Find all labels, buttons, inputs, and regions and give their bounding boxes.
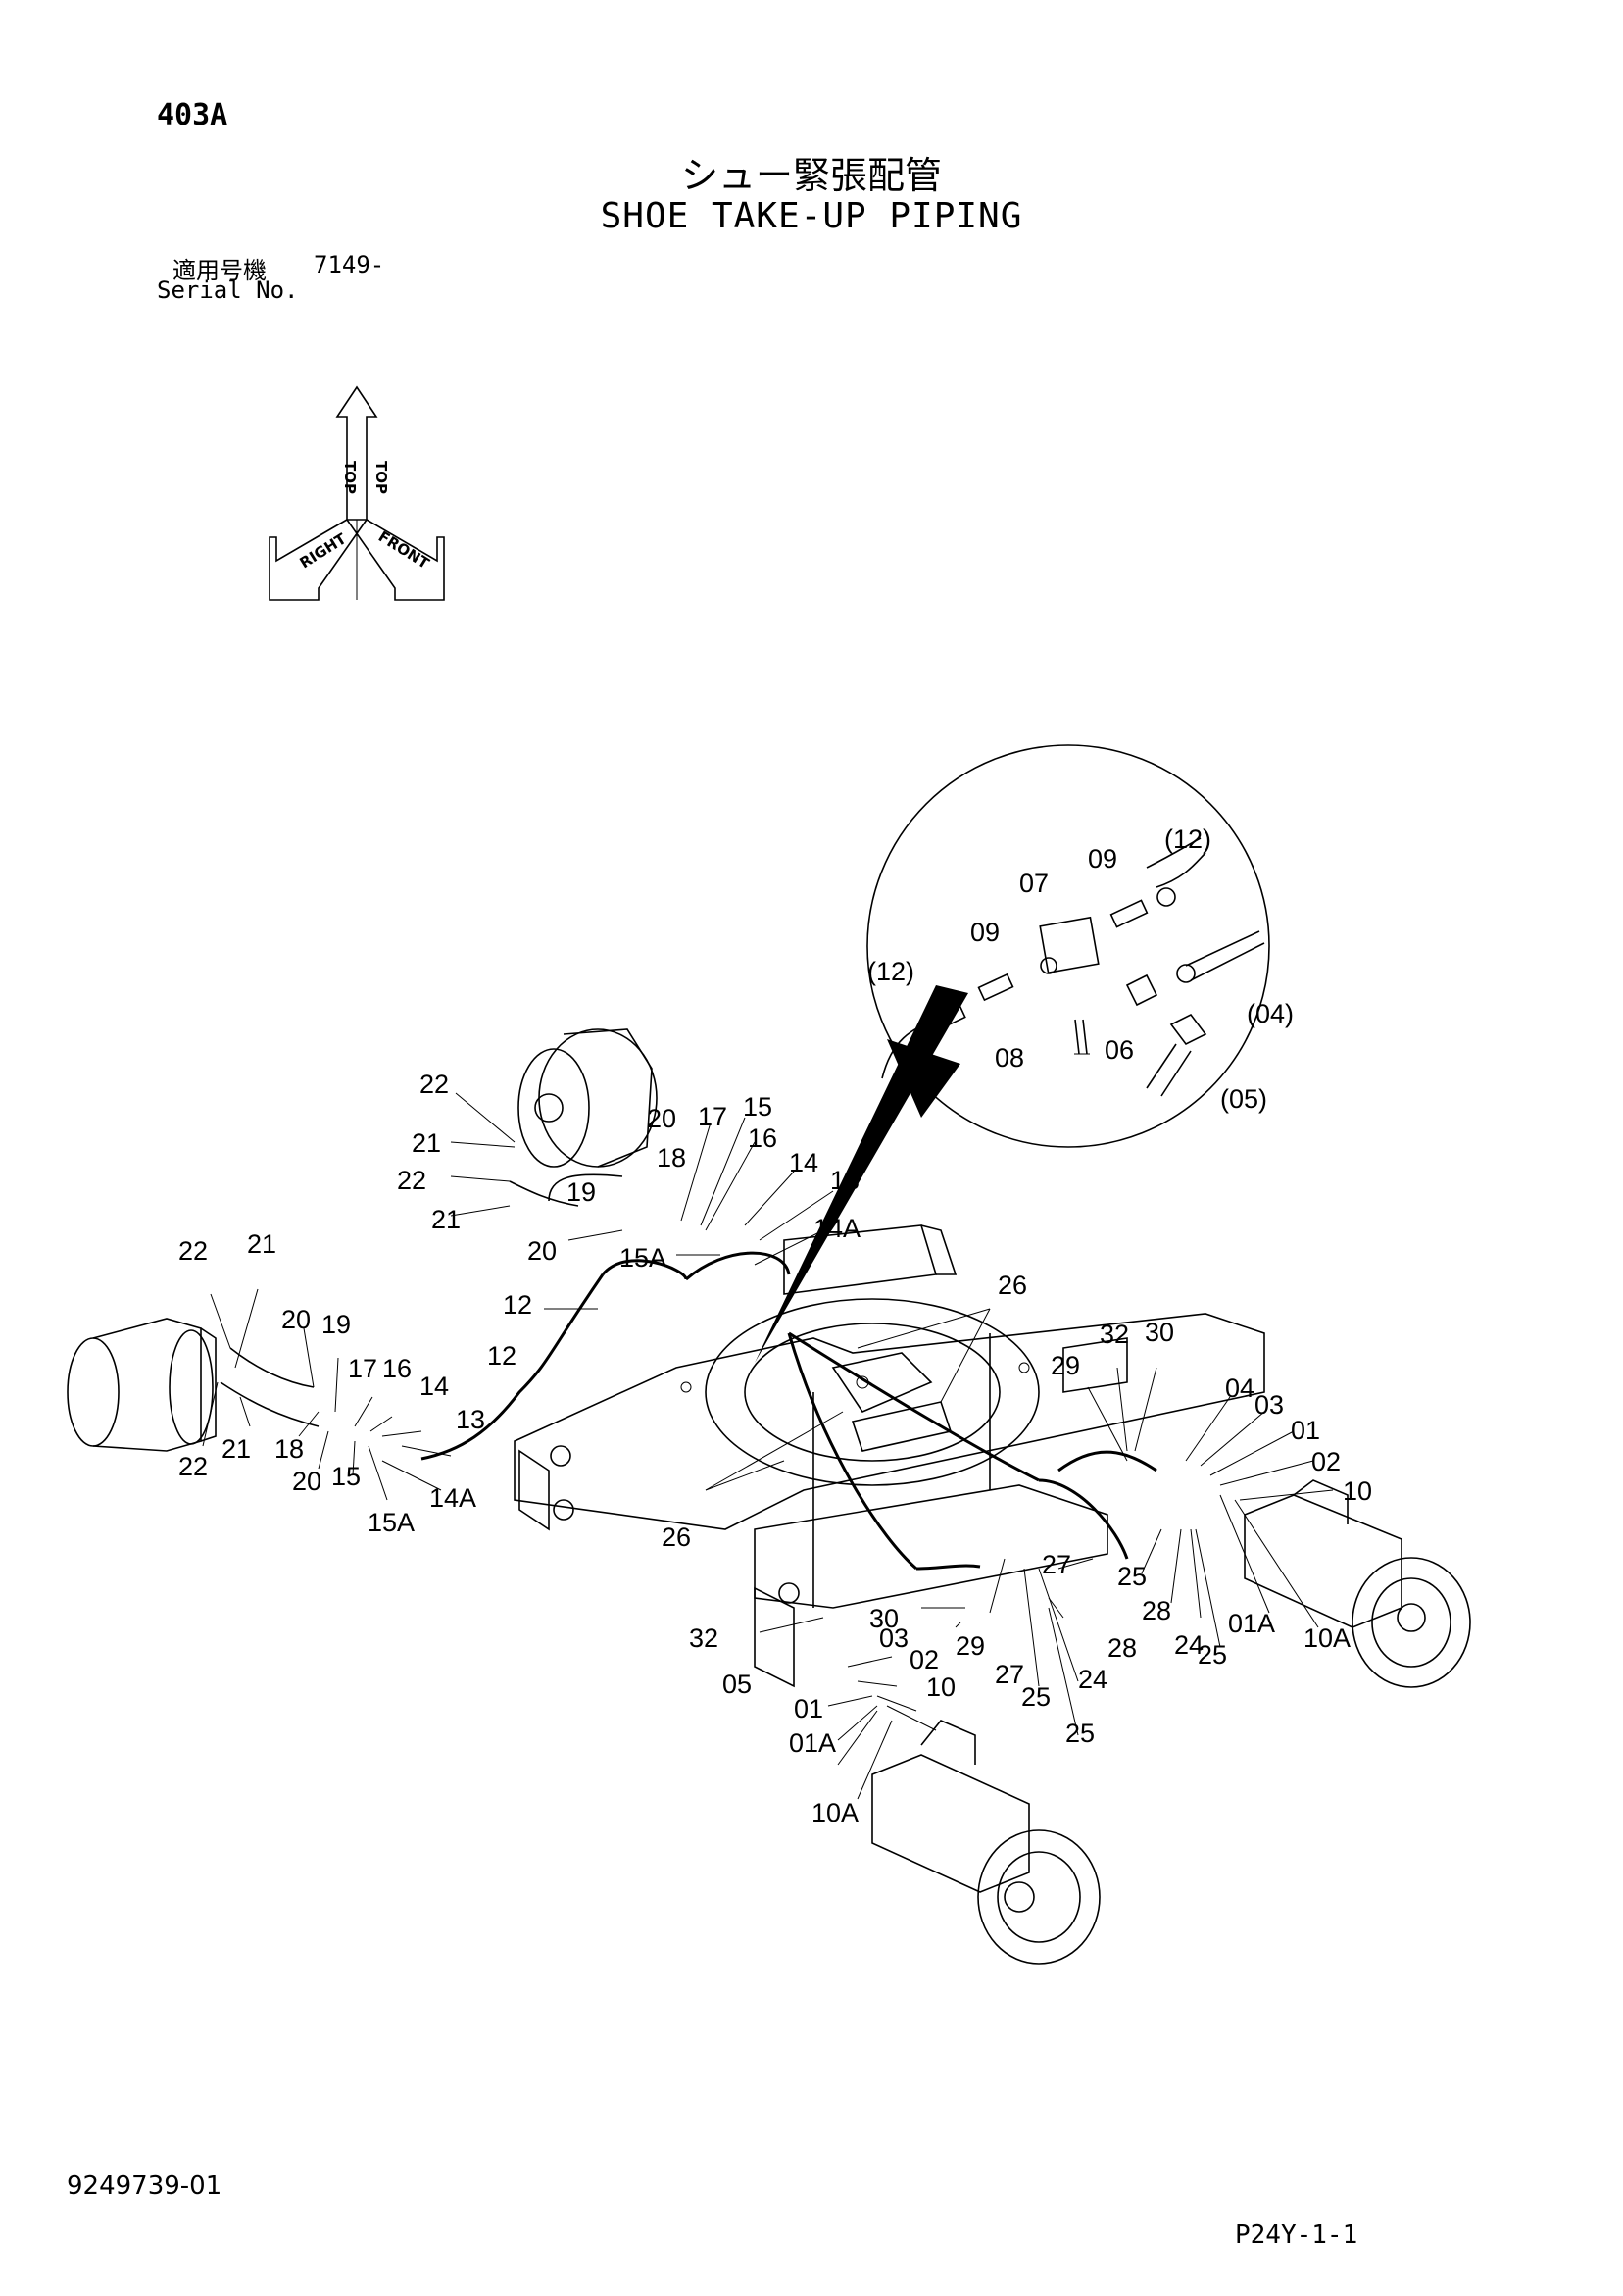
serial-label-japanese: 適用号機 [172, 257, 267, 284]
callout: 10A [1303, 1623, 1351, 1653]
callout-labels: (12) 09 07 09 (12) (04) 08 06 (05) 22 21… [178, 824, 1372, 1827]
callout: 20 [292, 1467, 321, 1496]
callout: 10 [1343, 1476, 1372, 1506]
callout: 25 [1198, 1640, 1227, 1670]
callout: 22 [178, 1236, 208, 1266]
callout: 21 [221, 1434, 251, 1464]
callout: 02 [1311, 1447, 1341, 1476]
callout: 03 [879, 1623, 909, 1653]
callout: 03 [1254, 1390, 1284, 1420]
orientation-front-label: FRONT [375, 527, 433, 573]
callout: 32 [1100, 1320, 1129, 1349]
callout: 19 [566, 1177, 596, 1207]
orientation-top-left: TOP [341, 461, 359, 494]
callout: 26 [662, 1522, 691, 1552]
callout: 29 [956, 1631, 985, 1661]
callout: 29 [1051, 1351, 1080, 1380]
left-travel-motor [67, 1318, 217, 1452]
callout: 25 [1117, 1562, 1147, 1591]
callout: 01A [1228, 1609, 1275, 1638]
callout: 14A [813, 1214, 861, 1243]
callout: 02 [910, 1645, 939, 1674]
callout: 09 [1088, 844, 1117, 873]
orientation-top-right: TOP [372, 461, 390, 494]
page-code: 403A [157, 98, 228, 132]
callout: 22 [178, 1452, 208, 1481]
left-idler-assembly [1244, 1479, 1471, 1688]
callout: 21 [412, 1128, 441, 1158]
callout: 12 [503, 1290, 532, 1320]
orientation-indicator: TOP TOP RIGHT FRONT [269, 385, 445, 601]
callout: 18 [274, 1434, 304, 1464]
callout: 06 [1105, 1035, 1134, 1065]
callout: 12 [487, 1341, 516, 1371]
callout: (05) [1220, 1084, 1267, 1114]
callout: 08 [995, 1043, 1024, 1073]
callout: 30 [869, 1604, 899, 1633]
callout: 28 [1107, 1633, 1137, 1663]
callout: 15A [368, 1508, 415, 1537]
callout: 27 [995, 1660, 1024, 1689]
callout: (12) [1164, 824, 1211, 854]
callout: 16 [748, 1123, 777, 1153]
callout: 10 [926, 1672, 956, 1702]
callout: 09 [970, 918, 1000, 947]
callout: 20 [527, 1236, 557, 1266]
callout: 01 [1291, 1416, 1320, 1445]
callout: 20 [647, 1104, 676, 1133]
orientation-right-label: RIGHT [297, 529, 350, 572]
callout: 27 [1042, 1550, 1071, 1579]
callout: 32 [689, 1623, 718, 1653]
callout: 22 [397, 1166, 426, 1195]
callout: 13 [456, 1405, 485, 1434]
page-title-english: SHOE TAKE-UP PIPING [600, 196, 1023, 236]
callout: 15 [743, 1092, 772, 1122]
serial-label-english: Serial No. [157, 276, 299, 304]
callout: 30 [1145, 1318, 1174, 1347]
callout: 22 [419, 1070, 449, 1099]
callout: 21 [431, 1205, 461, 1234]
detail-circle [755, 744, 1270, 1363]
callout: 10A [812, 1798, 859, 1827]
callout: 17 [348, 1354, 377, 1383]
callout: 14 [789, 1148, 818, 1177]
serial-number-value: 7149- [314, 251, 385, 278]
callout: 28 [1142, 1596, 1171, 1625]
upper-travel-motor [517, 1028, 658, 1168]
callout: 17 [698, 1102, 727, 1131]
shoe-take-up-pipes [220, 1173, 1157, 1571]
callout: 01 [794, 1694, 823, 1723]
callout: 15 [331, 1462, 361, 1491]
leader-lines [202, 1092, 1334, 1800]
page-reference: P24Y-1-1 [1235, 2221, 1358, 2250]
page-title-japanese: シュー緊張配管 [680, 154, 942, 197]
callout: 18 [657, 1143, 686, 1173]
callout: 01A [789, 1728, 836, 1758]
callout: 16 [382, 1354, 412, 1383]
callout: 14 [419, 1372, 449, 1401]
callout: 26 [998, 1271, 1027, 1300]
callout: 21 [247, 1229, 276, 1259]
callout: 13 [830, 1166, 860, 1195]
callout: 15A [619, 1243, 666, 1273]
callout: 04 [1225, 1373, 1254, 1403]
callout: 24 [1078, 1665, 1107, 1694]
callout: (04) [1247, 999, 1294, 1028]
callout: 25 [1065, 1719, 1095, 1748]
callout: 14A [429, 1483, 476, 1513]
callout: 25 [1021, 1682, 1051, 1712]
document-number: 9249739-01 [67, 2171, 222, 2201]
callout: 19 [321, 1310, 351, 1339]
callout: 07 [1019, 869, 1049, 898]
right-idler-assembly [871, 1720, 1101, 1965]
callout: (12) [867, 957, 914, 986]
callout: 24 [1174, 1630, 1204, 1660]
callout: 05 [722, 1670, 752, 1699]
callout: 20 [281, 1305, 311, 1334]
